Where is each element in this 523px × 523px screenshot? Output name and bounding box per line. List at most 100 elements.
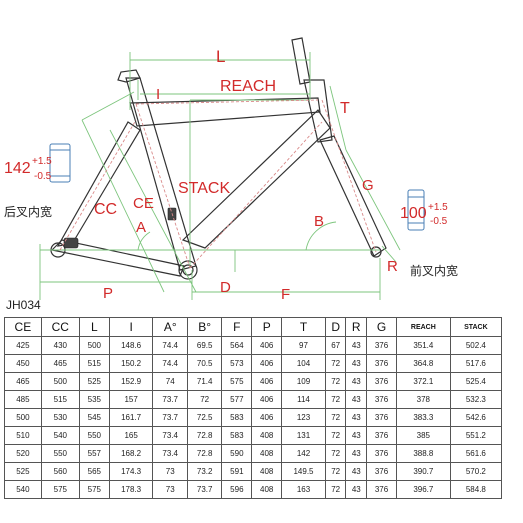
table-cell: 535 [78, 390, 110, 409]
table-cell: 43 [345, 372, 368, 391]
table-cell: 406 [251, 408, 283, 427]
table-cell: 376 [366, 462, 397, 481]
table-cell: 575 [40, 480, 80, 499]
table-cell: 148.6 [108, 336, 154, 355]
table-cell: 450 [4, 354, 42, 373]
table-cell: 161.7 [108, 408, 154, 427]
table-cell: 515 [40, 390, 80, 409]
table-cell: 406 [251, 336, 283, 355]
table-cell: 500 [78, 336, 110, 355]
table-cell: 550 [78, 426, 110, 445]
table-cell: 104 [281, 354, 326, 373]
dim-label-i: I [156, 86, 160, 103]
table-cell: 376 [366, 354, 397, 373]
table-cell: 540 [40, 426, 80, 445]
table-cell: 383.3 [395, 408, 451, 427]
table-cell: 530 [40, 408, 80, 427]
dim-label-ce: CE [133, 195, 154, 212]
table-cell: 376 [366, 426, 397, 445]
table-cell: 43 [345, 390, 368, 409]
dim-label-l: L [216, 47, 225, 66]
model-code: JH034 [6, 298, 41, 312]
table-cell: 72 [324, 462, 347, 481]
table-cell: 408 [251, 480, 283, 499]
column-header: STACK [449, 317, 503, 337]
column-header: REACH [395, 317, 451, 337]
dim-label-f: F [281, 286, 290, 300]
table-cell: 73.7 [152, 390, 188, 409]
down-tube [181, 109, 331, 249]
table-cell: 408 [251, 462, 283, 481]
table-cell: 388.8 [395, 444, 451, 463]
table-cell: 500 [40, 372, 80, 391]
table-cell: 114 [281, 390, 326, 409]
table-cell: 520 [4, 444, 42, 463]
rear-spacing-minus: -0.5 [34, 171, 52, 182]
table-cell: 163 [281, 480, 326, 499]
table-cell: 570.2 [449, 462, 503, 481]
derailleur-hanger [63, 237, 79, 249]
centerline [321, 99, 377, 253]
table-cell: 430 [40, 336, 80, 355]
table-cell: 485 [4, 390, 42, 409]
table-cell: 540 [4, 480, 42, 499]
column-header: T [281, 317, 326, 337]
centerline [189, 121, 323, 269]
centerline [135, 103, 191, 269]
steerer [291, 37, 311, 85]
table-cell: 517.6 [449, 354, 503, 373]
column-header: L [78, 317, 110, 337]
table-cell: 406 [251, 354, 283, 373]
angle-arc-a [137, 231, 151, 251]
table-cell: 72 [324, 426, 347, 445]
table-cell: 532.3 [449, 390, 503, 409]
table-cell: 525.4 [449, 372, 503, 391]
centerline [135, 99, 319, 105]
bottom-bracket-inner [182, 264, 194, 276]
column-header: B° [186, 317, 223, 337]
column-header: P [251, 317, 283, 337]
dim-label-t: T [340, 100, 350, 117]
table-cell: 178.3 [108, 480, 154, 499]
table-cell: 591 [221, 462, 253, 481]
front-spacing-plus: +1.5 [428, 202, 448, 213]
table-cell: 72 [324, 354, 347, 373]
dim-label-d: D [220, 279, 231, 296]
table-cell: 406 [251, 390, 283, 409]
table-cell: 67 [324, 336, 347, 355]
centerline [59, 119, 137, 251]
table-cell: 561.6 [449, 444, 503, 463]
table-cell: 583 [221, 426, 253, 445]
table-cell: 376 [366, 390, 397, 409]
dimension-line [345, 149, 401, 251]
table-cell: 575 [221, 372, 253, 391]
table-cell: 510 [4, 426, 42, 445]
column-header: CC [40, 317, 80, 337]
table-cell: 43 [345, 408, 368, 427]
table-cell: 43 [345, 444, 368, 463]
column-header: I [108, 317, 154, 337]
rear-spacing-value: 142 [4, 160, 31, 177]
front-hub-icon [407, 189, 425, 231]
table-cell: 152.9 [108, 372, 154, 391]
column-header: G [366, 317, 397, 337]
table-cell: 72.8 [186, 426, 223, 445]
table-cell: 376 [366, 444, 397, 463]
table-cell: 73.7 [152, 408, 188, 427]
dimension-line [381, 245, 397, 263]
table-cell: 72.5 [186, 408, 223, 427]
table-cell: 157 [108, 390, 154, 409]
table-cell: 575 [78, 480, 110, 499]
table-cell: 73 [152, 462, 188, 481]
dim-label-p: P [103, 285, 113, 300]
table-cell: 465 [4, 372, 42, 391]
table-cell: 73.7 [186, 480, 223, 499]
table-cell: 396.7 [395, 480, 451, 499]
